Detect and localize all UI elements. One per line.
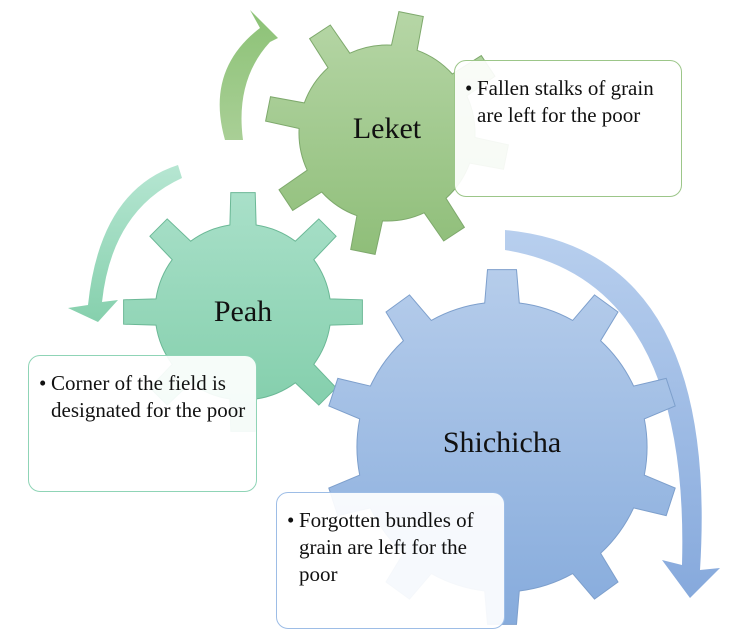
shichicha-note-bullet: • xyxy=(287,508,295,532)
cycle-arrow-teal xyxy=(68,165,182,322)
peah-note: • Corner of the field is designated for … xyxy=(28,355,257,492)
shichicha-label: Shichicha xyxy=(443,426,561,459)
leket-note-bullet: • xyxy=(465,76,473,100)
leket-label: Leket xyxy=(353,112,422,145)
leket-note-text: Fallen stalks of grain are left for the … xyxy=(477,76,654,127)
peah-note-bullet: • xyxy=(39,371,47,395)
shichicha-note: • Forgotten bundles of grain are left fo… xyxy=(276,492,505,629)
shichicha-note-text: Forgotten bundles of grain are left for … xyxy=(299,508,474,586)
cycle-arrow-blue xyxy=(505,230,720,598)
cycle-arrow-green xyxy=(219,10,278,140)
peah-label: Peah xyxy=(214,295,272,328)
peah-note-text: Corner of the field is designated for th… xyxy=(51,371,246,422)
leket-note: • Fallen stalks of grain are left for th… xyxy=(454,60,682,197)
